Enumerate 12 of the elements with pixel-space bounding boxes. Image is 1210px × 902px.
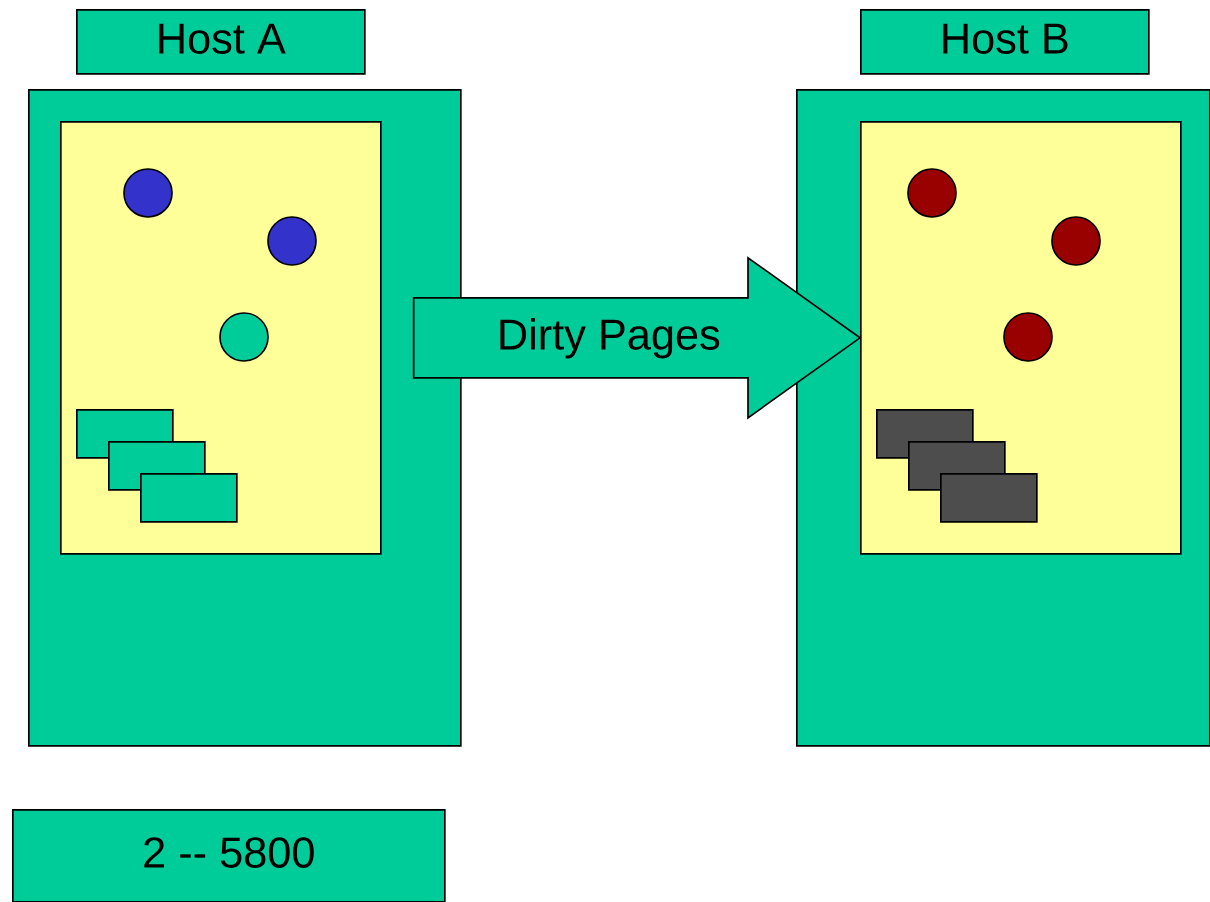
circle — [123, 168, 173, 218]
box — [940, 473, 1038, 523]
edge-label: Dirty Pages — [495, 316, 723, 360]
circle — [219, 312, 269, 362]
label-box: Host A — [76, 9, 366, 75]
label-box: Host B — [860, 9, 1150, 75]
circle — [907, 168, 957, 218]
circle — [267, 216, 317, 266]
circle — [1003, 312, 1053, 362]
box — [140, 473, 238, 523]
circle — [1051, 216, 1101, 266]
label-box: 2 -- 5800 — [12, 809, 446, 902]
